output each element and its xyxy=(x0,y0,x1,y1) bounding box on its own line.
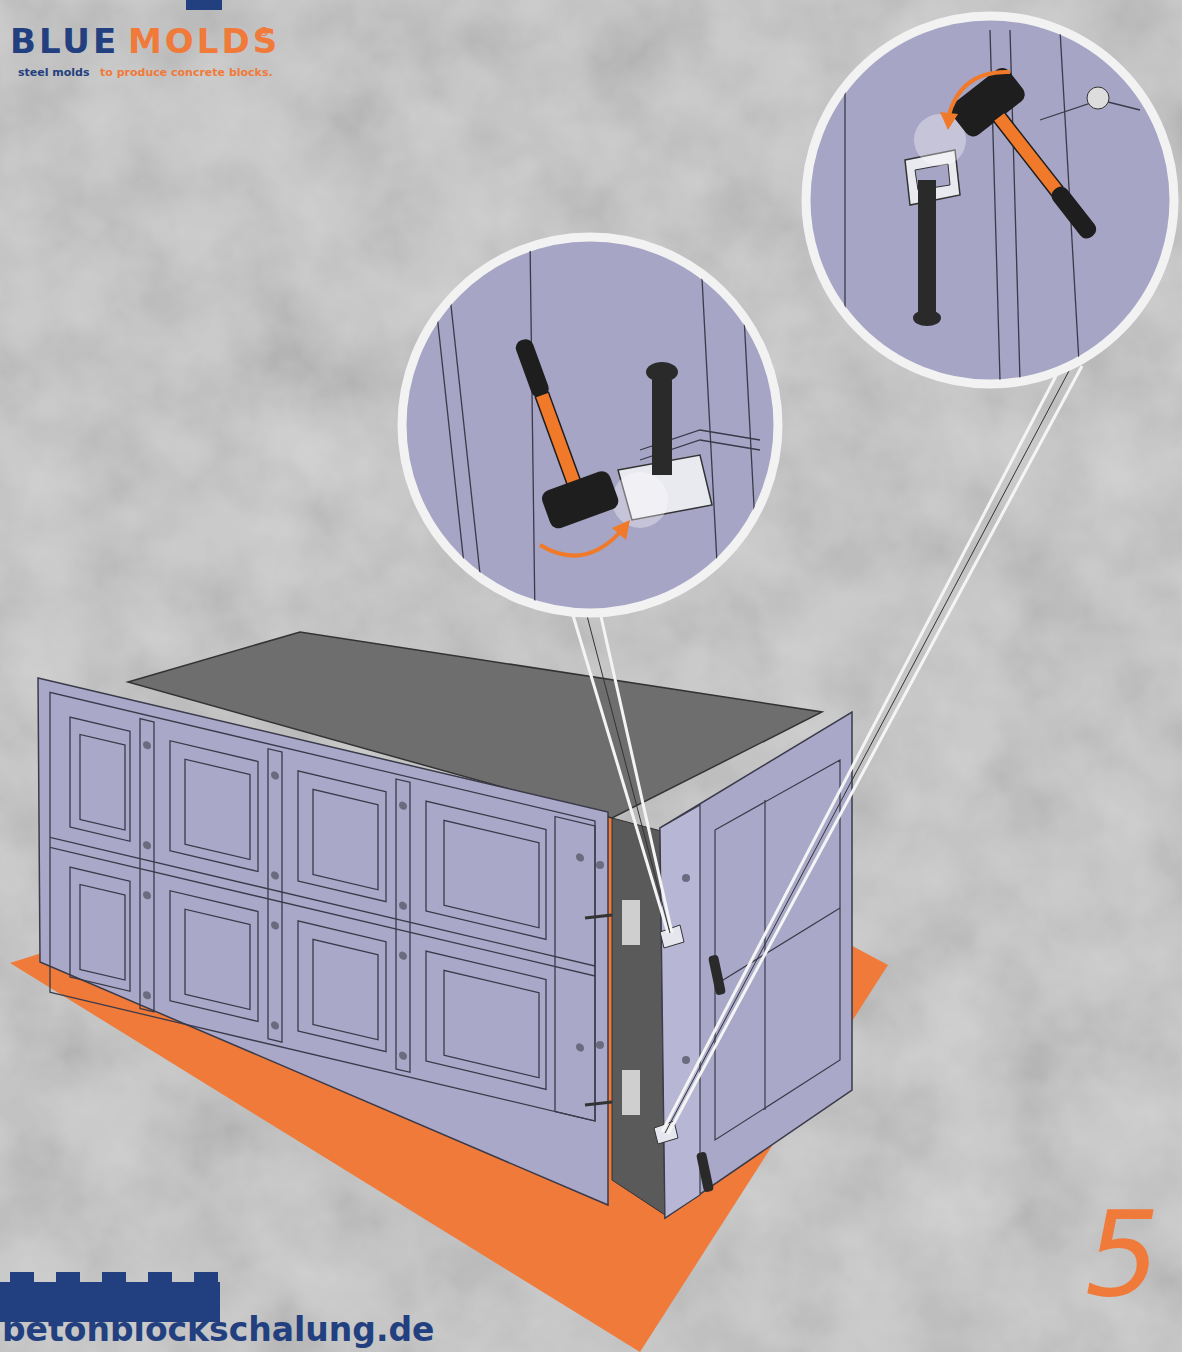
leader-lines-dark xyxy=(586,369,1070,1133)
detail-circle xyxy=(402,237,778,613)
bolts xyxy=(596,861,690,1064)
tagline: steel molds xyxy=(18,67,90,78)
hinge-plate xyxy=(622,1070,640,1115)
tagline: to produce concrete blocks. xyxy=(100,67,273,78)
brand-name: BLUE xyxy=(10,24,119,58)
hinge-plate xyxy=(622,900,640,945)
detail-content xyxy=(430,240,760,620)
concrete-end xyxy=(612,818,665,1215)
detail-content xyxy=(845,30,1140,380)
logo-mark xyxy=(186,0,222,10)
brand-name: MOLDS xyxy=(128,24,280,58)
panel-grid xyxy=(50,692,595,1121)
detail-circle xyxy=(806,16,1174,384)
wedge-pins xyxy=(585,915,726,1193)
website: betonblockschalung.de xyxy=(2,1313,434,1346)
end-flange xyxy=(660,805,700,1218)
trademark: ® xyxy=(258,26,270,38)
leader-lines xyxy=(572,366,1082,1134)
end-grid xyxy=(715,760,840,1140)
side-panel xyxy=(38,678,608,1205)
end-panel xyxy=(660,712,852,1218)
step-number: 5 xyxy=(1085,1195,1160,1313)
